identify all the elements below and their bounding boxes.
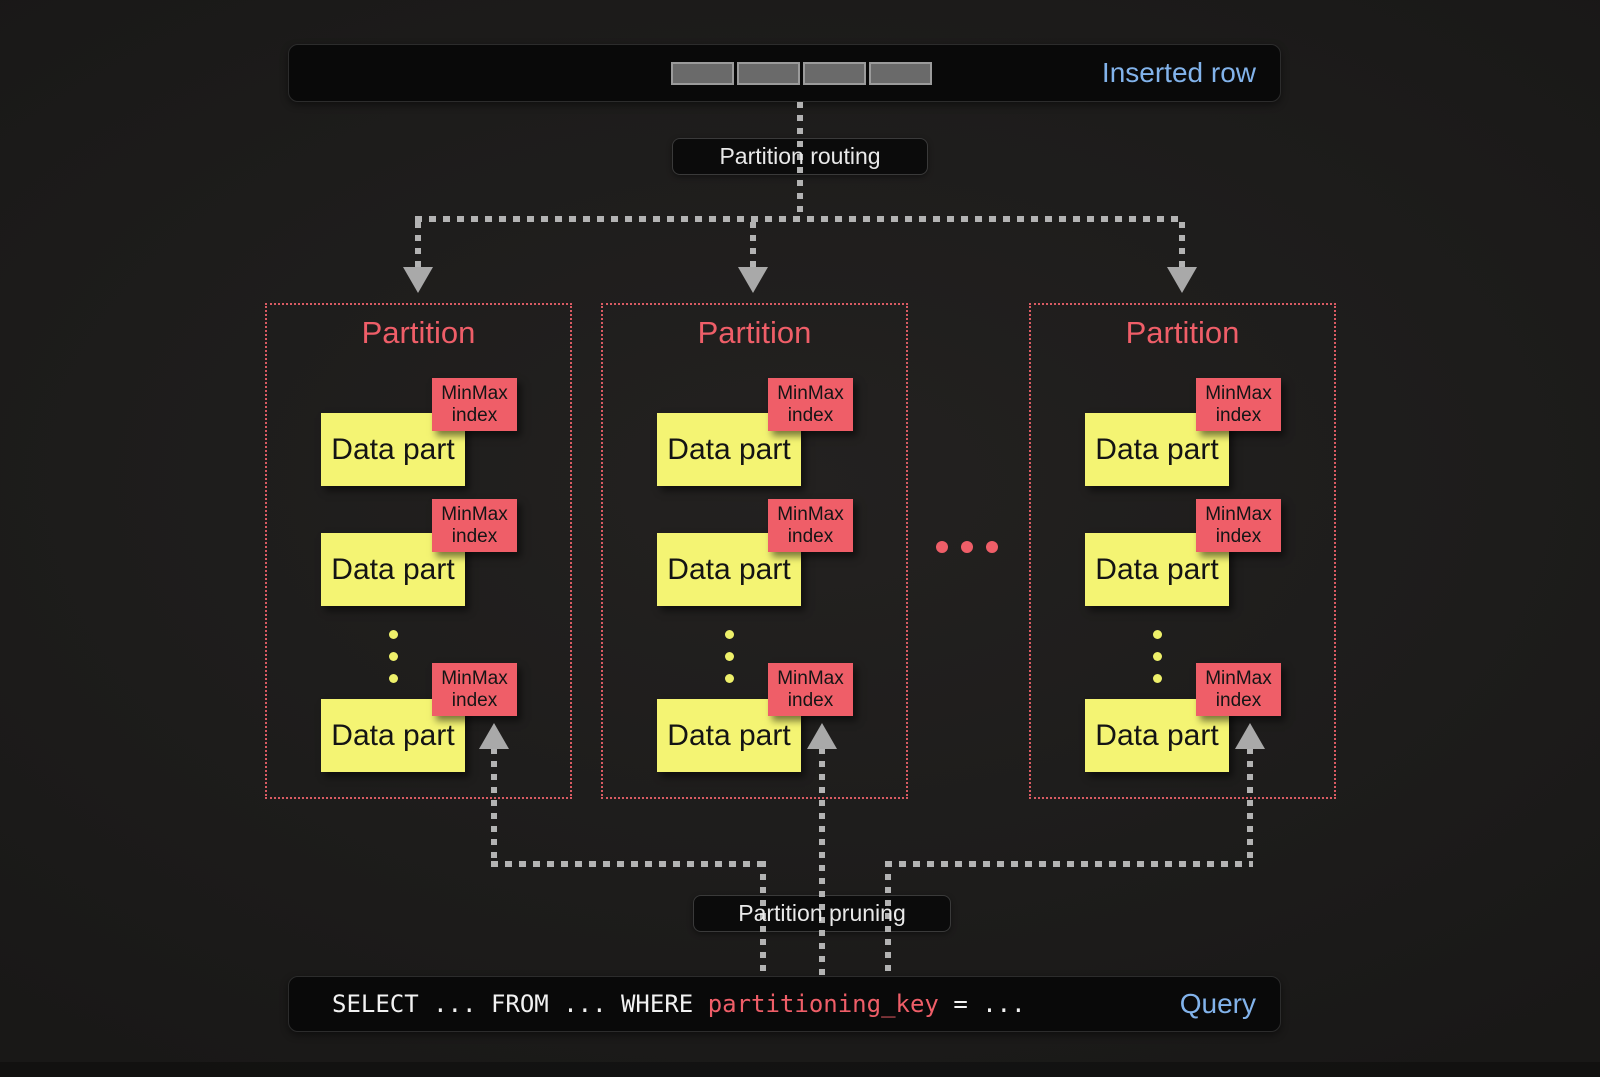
minmax-index-tag: MinMax index bbox=[1196, 663, 1281, 716]
partition-box-3: Partition MinMax index Data part MinMax … bbox=[1029, 303, 1336, 799]
routing-drop-right bbox=[1179, 222, 1185, 269]
partition-title: Partition bbox=[361, 315, 476, 350]
arrow-up-icon bbox=[1235, 723, 1265, 749]
partition-routing-label: Partition routing bbox=[719, 143, 881, 169]
row-cell-icon bbox=[869, 62, 932, 85]
arrow-down-icon bbox=[1167, 267, 1197, 293]
routing-branch-line bbox=[415, 216, 1185, 222]
minmax-index-tag: MinMax index bbox=[1196, 378, 1281, 431]
row-cell-icon bbox=[737, 62, 800, 85]
more-parts-dots-icon bbox=[725, 630, 734, 683]
partition-title: Partition bbox=[697, 315, 812, 350]
pruning-line-left-h bbox=[491, 861, 766, 867]
arrow-up-icon bbox=[807, 723, 837, 749]
more-parts-dots-icon bbox=[389, 630, 398, 683]
routing-source-line bbox=[797, 102, 803, 219]
more-partitions-ellipsis-icon bbox=[936, 541, 998, 553]
inserted-row-box: Inserted row bbox=[288, 44, 1281, 102]
minmax-index-tag: MinMax index bbox=[768, 663, 853, 716]
sql-prefix: SELECT ... FROM ... WHERE bbox=[332, 990, 708, 1018]
pruning-line-left-up bbox=[491, 748, 497, 864]
data-part-box: Data part bbox=[1085, 533, 1229, 606]
routing-drop-middle bbox=[750, 222, 756, 269]
arrow-down-icon bbox=[403, 267, 433, 293]
pruning-line-right-down bbox=[885, 861, 891, 976]
pruning-line-middle bbox=[819, 748, 825, 976]
minmax-index-tag: MinMax index bbox=[768, 378, 853, 431]
partition-box-1: Partition MinMax index Data part MinMax … bbox=[265, 303, 572, 799]
pruning-line-left-down bbox=[760, 861, 766, 976]
row-cell-icon bbox=[671, 62, 734, 85]
pruning-line-right-h bbox=[885, 861, 1253, 867]
sql-suffix: = ... bbox=[938, 990, 1026, 1018]
arrow-up-icon bbox=[479, 723, 509, 749]
pruning-line-right-up bbox=[1247, 748, 1253, 864]
more-parts-dots-icon bbox=[1153, 630, 1162, 683]
row-cell-icon bbox=[803, 62, 866, 85]
query-label: Query bbox=[1179, 988, 1256, 1019]
minmax-index-tag: MinMax index bbox=[432, 499, 517, 552]
minmax-index-tag: MinMax index bbox=[432, 663, 517, 716]
minmax-index-tag: MinMax index bbox=[432, 378, 517, 431]
partition-title: Partition bbox=[1125, 315, 1240, 350]
sql-statement: SELECT ... FROM ... WHERE partitioning_k… bbox=[332, 990, 1026, 1018]
partition-box-2: Partition MinMax index Data part MinMax … bbox=[601, 303, 908, 799]
data-part-box: Data part bbox=[321, 413, 465, 486]
sql-partitioning-key: partitioning_key bbox=[707, 990, 939, 1018]
minmax-index-tag: MinMax index bbox=[768, 499, 853, 552]
routing-drop-left bbox=[415, 222, 421, 269]
minmax-index-tag: MinMax index bbox=[1196, 499, 1281, 552]
arrow-down-icon bbox=[738, 267, 768, 293]
bottom-shade bbox=[0, 1062, 1600, 1077]
query-box: SELECT ... FROM ... WHERE partitioning_k… bbox=[288, 976, 1281, 1032]
partition-pruning-label: Partition pruning bbox=[738, 900, 906, 926]
inserted-row-label: Inserted row bbox=[1101, 57, 1256, 88]
inserted-row-cells-icon bbox=[671, 62, 932, 85]
